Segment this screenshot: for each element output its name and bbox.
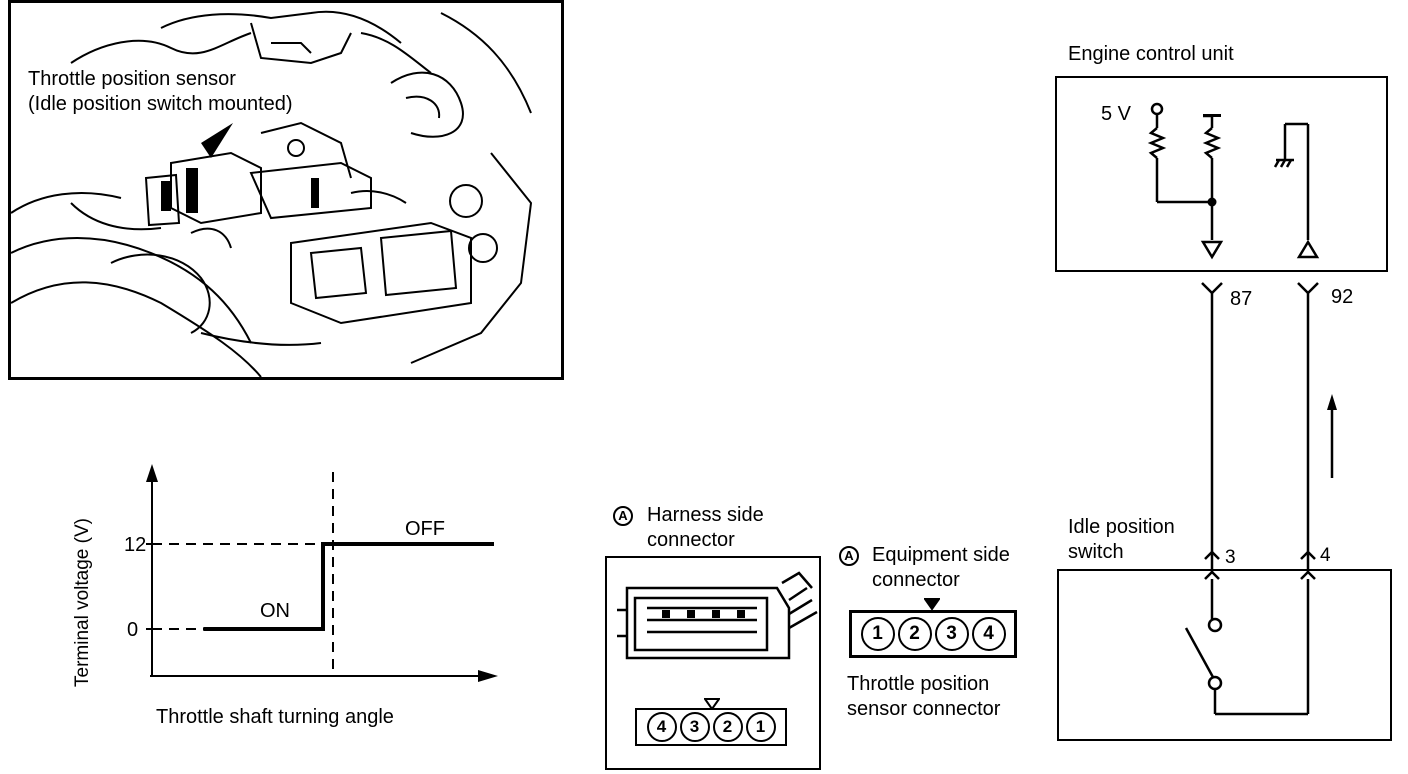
- equipment-pin-2: 2: [897, 617, 932, 651]
- voltage-series-line: [203, 542, 494, 631]
- terminal-mark-92: [1297, 282, 1319, 295]
- equipment-pin-3: 3: [934, 617, 969, 651]
- engine-photo-panel: Throttle position sensor (Idle position …: [8, 0, 564, 380]
- harness-pin-1: 1: [745, 712, 776, 742]
- sensor-callout-line2: (Idle position switch mounted): [28, 92, 293, 116]
- terminal-label-92: 92: [1331, 286, 1353, 308]
- ecu-box: [1055, 76, 1388, 272]
- equipment-caption-line1: Throttle position: [847, 673, 990, 695]
- current-arrow-head: [1327, 394, 1337, 410]
- sensor-callout-line1: Throttle position sensor: [28, 67, 236, 91]
- y-tick-label-0: 0: [127, 619, 138, 641]
- equipment-title-line2: connector: [872, 569, 960, 591]
- switch-title-line2: switch: [1068, 541, 1124, 563]
- harness-title-line1: Harness side: [647, 504, 764, 526]
- off-label: OFF: [405, 518, 445, 540]
- switch-box: [1057, 569, 1392, 741]
- y-axis-arrow: [146, 464, 158, 482]
- x-axis-label: Throttle shaft turning angle: [156, 706, 394, 728]
- switch-title-line1: Idle position: [1068, 516, 1175, 538]
- harness-pin-4: 4: [646, 712, 677, 742]
- equipment-pin-4: 4: [971, 617, 1006, 651]
- x-axis-arrow: [478, 670, 498, 682]
- equipment-pin-1: 1: [860, 617, 895, 651]
- harness-title-line2: connector: [647, 529, 735, 551]
- terminal-mark-87: [1201, 282, 1223, 295]
- switch-pin-label-4: 4: [1320, 545, 1331, 566]
- switch-pin-label-3: 3: [1225, 547, 1236, 568]
- voltage-graph: 12 0 ON OFF Terminal voltage (V) Throttl…: [72, 464, 498, 728]
- harness-marker: A: [613, 506, 633, 526]
- equipment-marker: A: [839, 546, 859, 566]
- equipment-key-triangle: [924, 598, 940, 610]
- harness-connector-drawing: [617, 571, 818, 660]
- harness-key-triangle: [704, 698, 720, 710]
- engine-illustration: [11, 10, 533, 377]
- y-axis-label: Terminal voltage (V): [72, 518, 93, 687]
- on-label: ON: [260, 600, 290, 622]
- equipment-title-line1: Equipment side: [872, 544, 1010, 566]
- ecu-title: Engine control unit: [1068, 43, 1234, 65]
- y-tick-label-12: 12: [124, 534, 146, 556]
- harness-pin-3: 3: [679, 712, 710, 742]
- terminal-label-87: 87: [1230, 288, 1252, 310]
- harness-pin-2: 2: [712, 712, 743, 742]
- equipment-caption-line2: sensor connector: [847, 698, 1001, 720]
